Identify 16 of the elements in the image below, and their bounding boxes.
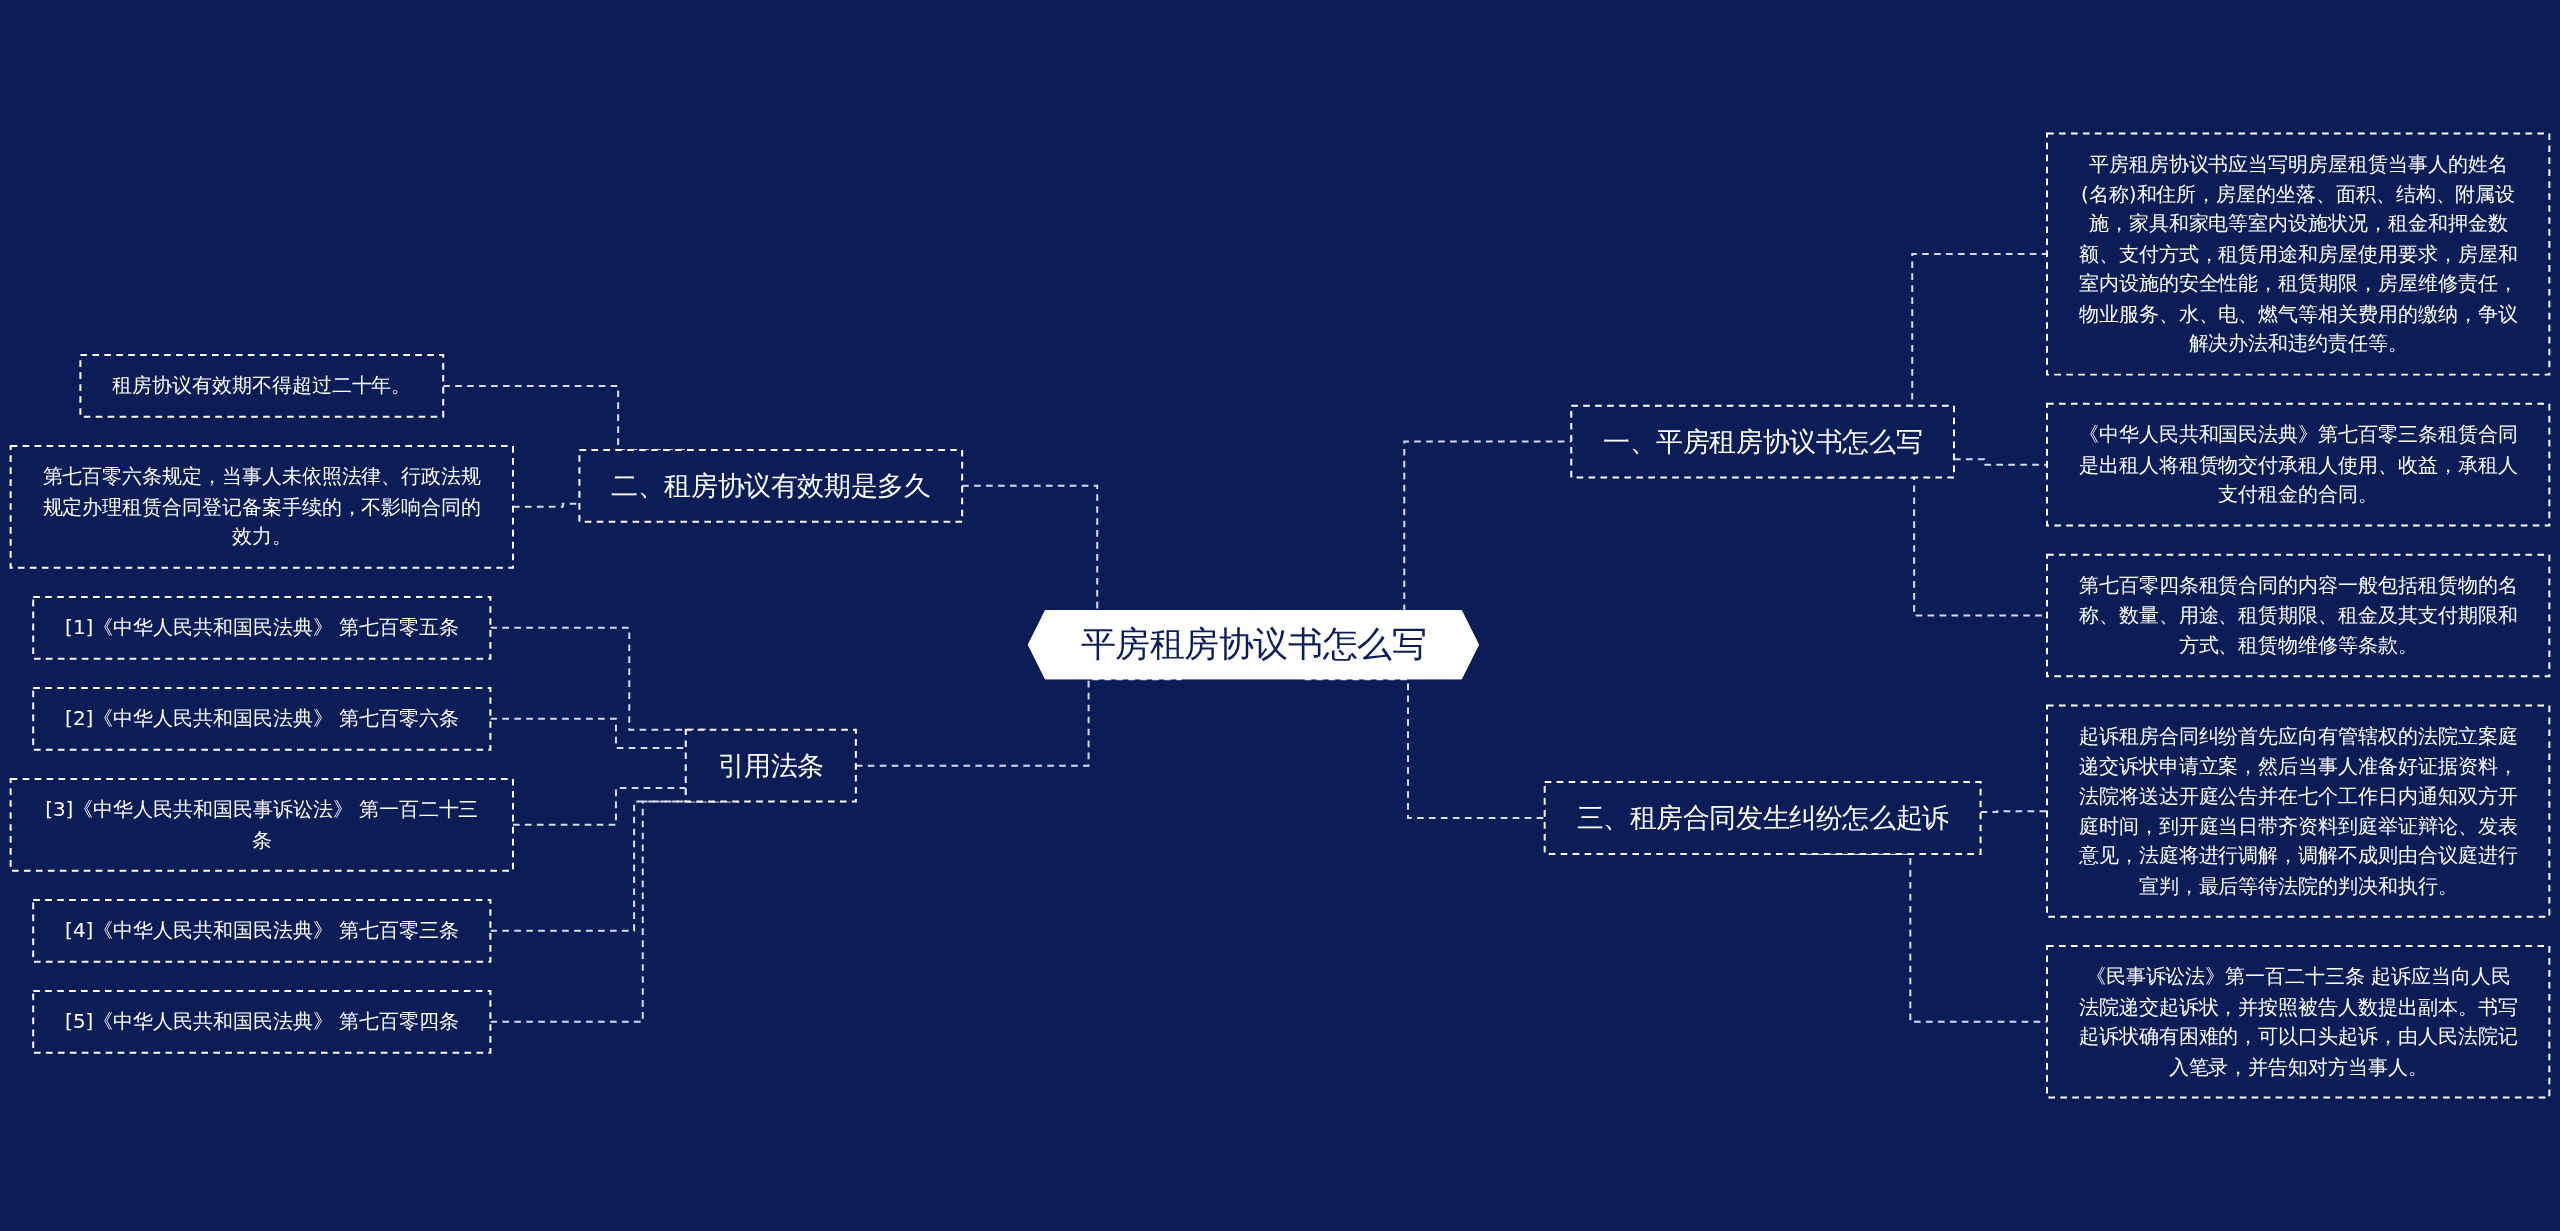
node-box: 引用法条 [684,728,857,803]
node-box: 《民事诉讼法》第一百二十三条 起诉应当向人民法院递交起诉状，并按照被告人数提出副本。书写起诉状确有困难的，可以口头起诉，由人民法院记入笔录，并告知对方当事人。 [2046,945,2551,1099]
node-box: 第七百零四条租赁合同的内容一般包括租赁物的名称、数量、用途、租赁期限、租金及其支付期限和方式、租赁物维修等条款。 [2046,553,2551,678]
node-box: 三、租房合同发生纠纷怎么起诉 [1543,781,1982,855]
node-box: [4]《中华人民共和国民法典》 第七百零三条 [32,898,492,963]
node-box: 平房租房协议书应当写明房屋租赁当事人的姓名(名称)和住所，房屋的坐落、面积、结构、附属设施，家具和家电等室内设施状况，租金和押金数额、支付方式，租赁用途和房屋使用要求，房屋和室内设施的安全性能，租赁期限，房屋维修责任，物业服务、水、电、燃气等相关费用的缴纳，争议解决办法和违约责任等。 [2046,132,2551,376]
node-box: 《中华人民共和国民法典》第七百零三条租赁合同是出租人将租赁物交付承租人使用、收益，承租人支付租金的合同。 [2046,402,2551,527]
node-box: 租房协议有效期不得超过二十年。 [79,354,445,418]
node-box: 二、租房协议有效期是多久 [578,448,964,523]
node-box: 起诉租房合同纠纷首先应向有管辖权的法院立案庭递交诉状申请立案，然后当事人准备好证据资料，法院将送达开庭公告并在七个工作日内通知双方开庭时间，到开庭当日带齐资料到庭举证辩论、发表意见，法庭将进行调解，调解不成则由合议庭进行宣判，最后等待法院的判决和执行。 [2046,704,2551,918]
node-box: 第七百零六条规定，当事人未依照法律、行政法规规定办理租赁合同登记备案手续的，不影响合同的效力。 [9,445,514,569]
node-box: [3]《中华人民共和国民事诉讼法》 第一百二十三条 [9,777,514,872]
node-box: 一、平房租房协议书怎么写 [1570,404,1955,479]
node-box: [5]《中华人民共和国民法典》 第七百零四条 [32,989,492,1054]
node-box: [1]《中华人民共和国民法典》 第七百零五条 [32,595,492,660]
node-box: [2]《中华人民共和国民法典》 第七百零六条 [32,686,492,751]
